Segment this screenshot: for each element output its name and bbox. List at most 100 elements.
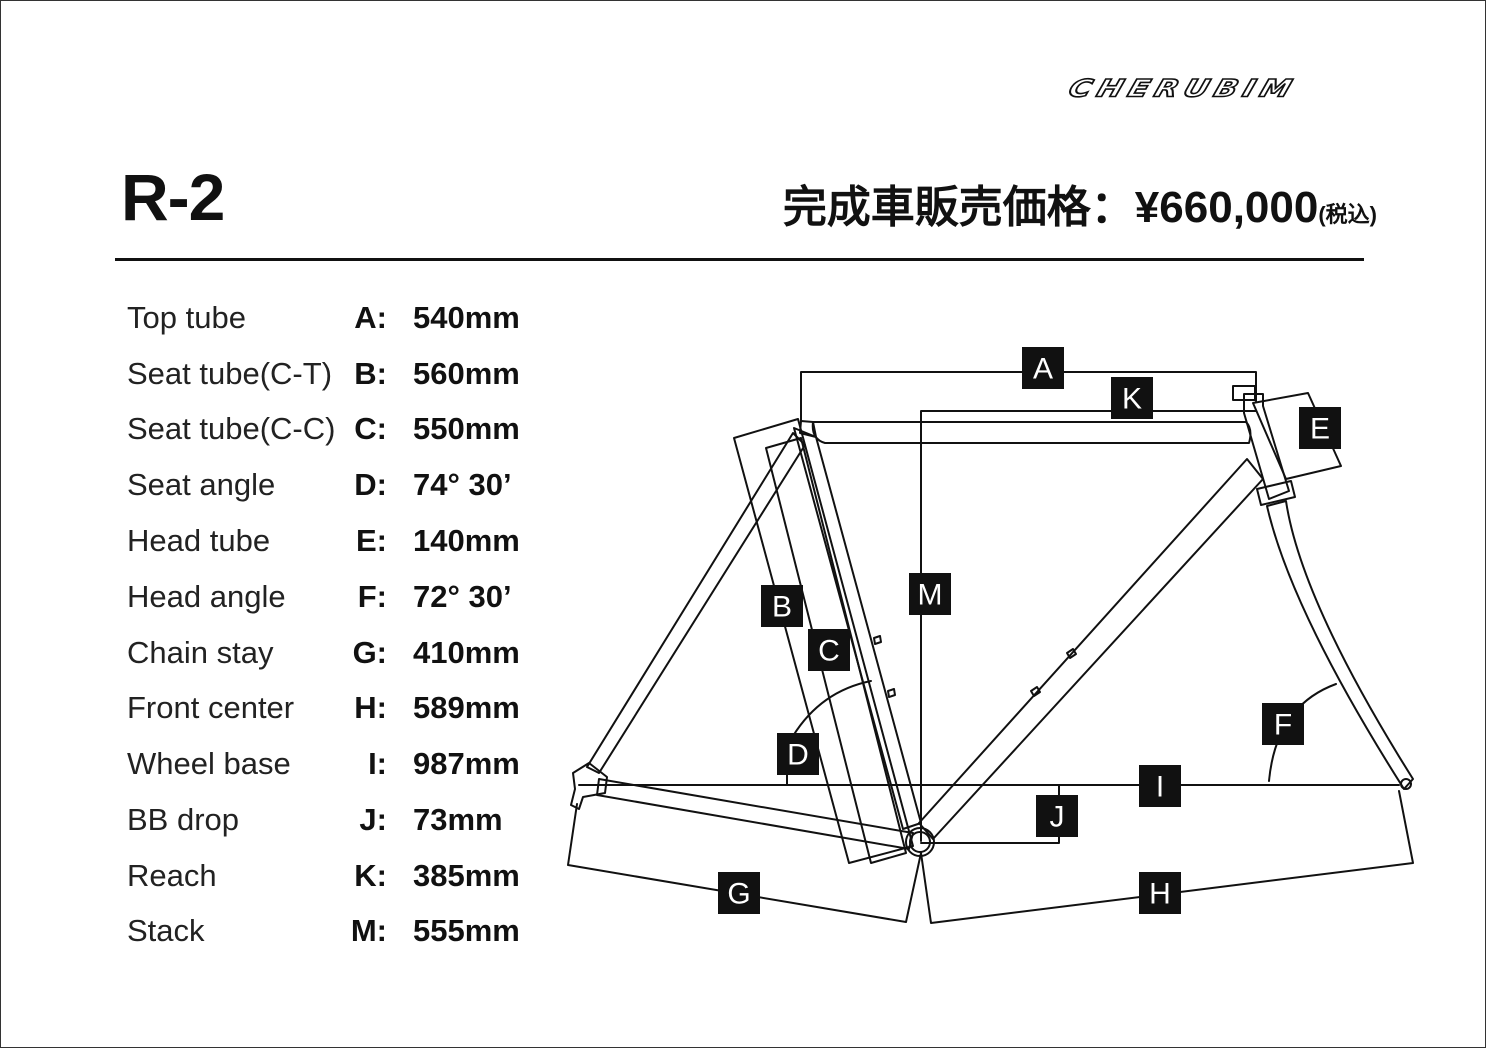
spec-code: M: <box>350 913 387 948</box>
label-a-text: A <box>1033 353 1053 386</box>
spec-row-wheel-base: Wheel base I: 987mm <box>127 739 557 789</box>
spec-value: 560mm <box>413 356 520 391</box>
model-title: R-2 <box>121 160 225 234</box>
label-e-box <box>1299 407 1341 449</box>
label-a: A <box>1022 347 1064 389</box>
label-d-box <box>777 733 819 775</box>
spec-value: 74° 30’ <box>413 467 512 502</box>
label-g-box <box>718 872 760 914</box>
spec-value: 73mm <box>413 802 503 837</box>
spec-value: 540mm <box>413 300 520 335</box>
spec-code: B: <box>354 356 387 391</box>
spec-code: E: <box>356 523 387 558</box>
spec-value: 589mm <box>413 690 520 725</box>
label-m-box <box>909 573 951 615</box>
label-c: C <box>808 629 850 671</box>
spec-row-seat-angle: Seat angle D: 74° 30’ <box>127 460 557 510</box>
bottle-bosses <box>873 635 896 698</box>
price-line: 完成車販売価格：¥660,000(税込) <box>783 171 1377 235</box>
spec-name: Top tube <box>127 300 246 335</box>
spec-code: C: <box>354 411 387 446</box>
label-i-text: I <box>1156 771 1164 804</box>
spec-row-front-center: Front center H: 589mm <box>127 683 557 733</box>
spec-name: Head tube <box>127 523 271 558</box>
headset-cap <box>1232 385 1256 401</box>
dimension-box-c <box>765 437 907 864</box>
dimension-box-b <box>733 418 914 864</box>
spec-name: Reach <box>127 858 217 893</box>
label-j: J <box>1036 795 1078 837</box>
price-label: 完成車販売価格：¥660,000 <box>782 183 1319 232</box>
spec-name: Stack <box>127 913 205 948</box>
seat-angle-arc <box>792 680 872 737</box>
spec-row-reach: Reach K: 385mm <box>127 851 557 901</box>
spec-name: Wheel base <box>127 746 291 781</box>
spec-code: D: <box>354 467 387 502</box>
label-b-text: B <box>772 591 792 624</box>
front-dropout <box>1400 778 1412 790</box>
label-m-text: M <box>918 579 943 612</box>
label-d: D <box>777 733 819 775</box>
spec-value: 72° 30’ <box>413 579 512 614</box>
label-g-text: G <box>727 878 750 911</box>
spec-code: G: <box>352 635 387 670</box>
spec-code: K: <box>354 858 387 893</box>
label-h: H <box>1139 872 1181 914</box>
top-tube <box>811 421 1252 444</box>
label-k-text: K <box>1122 383 1142 416</box>
fork <box>1266 500 1414 790</box>
spec-name: Seat tube(C-C) <box>127 411 336 446</box>
label-j-text: J <box>1050 801 1065 834</box>
dimension-line-k-m <box>920 410 1257 842</box>
spec-value: 140mm <box>413 523 520 558</box>
label-i: I <box>1139 765 1181 807</box>
spec-value: 410mm <box>413 635 520 670</box>
label-f: F <box>1262 703 1304 745</box>
label-k-box <box>1111 377 1153 419</box>
label-m: M <box>909 573 951 615</box>
label-f-text: F <box>1274 709 1292 742</box>
label-j-box <box>1036 795 1078 837</box>
spec-row-bb-drop: BB drop J: 73mm <box>127 795 557 845</box>
label-b: B <box>761 585 803 627</box>
spec-row-seat-tube-cc: Seat tube(C-C) C: 550mm <box>127 404 557 454</box>
label-f-box <box>1262 703 1304 745</box>
spec-name: Seat angle <box>127 467 276 502</box>
spec-row-head-tube: Head tube E: 140mm <box>127 516 557 566</box>
spec-value: 550mm <box>413 411 520 446</box>
headset-lower <box>1256 480 1296 506</box>
spec-name: BB drop <box>127 802 240 837</box>
label-d-text: D <box>787 739 809 772</box>
spec-row-chain-stay: Chain stay G: 410mm <box>127 628 557 678</box>
label-c-text: C <box>818 635 840 668</box>
spec-code: I: <box>368 746 387 781</box>
down-tube <box>918 458 1264 840</box>
rear-dropout <box>570 762 608 810</box>
label-i-box <box>1139 765 1181 807</box>
label-g: G <box>718 872 760 914</box>
spec-name: Head angle <box>127 579 286 614</box>
spec-row-stack: Stack M: 555mm <box>127 906 557 956</box>
spec-code: F: <box>357 579 387 614</box>
spec-code: A: <box>354 300 387 335</box>
label-h-text: H <box>1149 878 1171 911</box>
spec-value: 555mm <box>413 913 520 948</box>
label-e: E <box>1299 407 1341 449</box>
spec-name: Front center <box>127 690 295 725</box>
spec-row-top-tube: Top tube A: 540mm <box>127 293 557 343</box>
dimension-box-e <box>1252 392 1342 480</box>
label-b-box <box>761 585 803 627</box>
label-k: K <box>1111 377 1153 419</box>
spec-row-head-angle: Head angle F: 72° 30’ <box>127 572 557 622</box>
spec-name: Seat tube(C-T) <box>127 356 333 391</box>
spec-row-seat-tube-ct: Seat tube(C-T) B: 560mm <box>127 349 557 399</box>
label-a-box <box>1022 347 1064 389</box>
price-tax-note: (税込) <box>1318 202 1377 227</box>
label-c-box <box>808 629 850 671</box>
spec-value: 385mm <box>413 858 520 893</box>
spec-code: H: <box>354 690 387 725</box>
label-e-text: E <box>1310 413 1330 446</box>
spec-code: J: <box>359 802 387 837</box>
